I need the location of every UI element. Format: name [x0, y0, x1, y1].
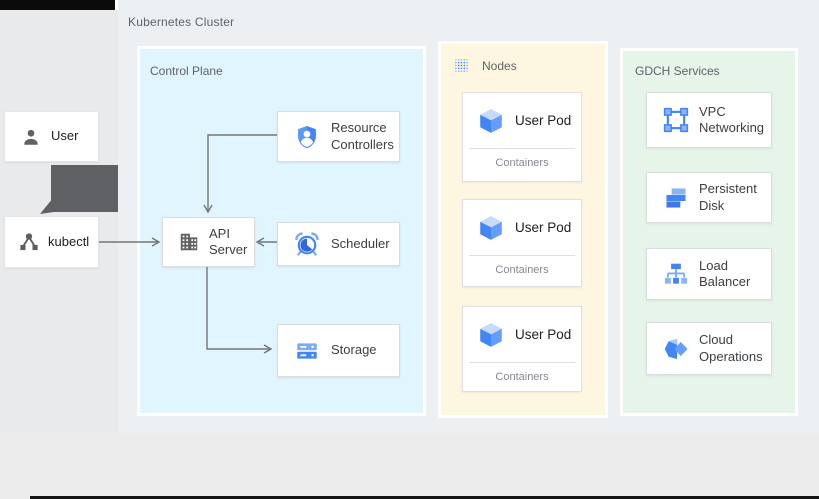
- containers-label: Containers: [495, 264, 549, 276]
- kubernetes-cluster-label: Kubernetes Cluster: [128, 15, 235, 29]
- divider: [469, 255, 575, 256]
- storage-box: Storage: [277, 324, 400, 377]
- dot-grid-icon: [453, 57, 470, 74]
- resource-controllers-label: Resource Controllers: [331, 120, 394, 152]
- divider: [469, 362, 575, 363]
- cloud-operations-icon: [663, 336, 689, 362]
- scheduler-box: Scheduler: [277, 222, 400, 266]
- user-label: User: [51, 128, 79, 144]
- cloud-operations-box: Cloud Operations: [646, 322, 772, 375]
- cube-icon: [478, 107, 504, 135]
- user-pod-card: User Pod Containers: [462, 306, 582, 392]
- kubectl-label: kubectl: [48, 233, 90, 249]
- user-pod-card: User Pod Containers: [462, 199, 582, 287]
- load-balancer-icon: [663, 261, 689, 287]
- load-balancer-box: Load Balancer: [646, 248, 772, 300]
- vpc-networking-box: VPC Networking: [646, 92, 772, 148]
- persistent-disk-box: Persistent Disk: [646, 172, 772, 223]
- kubectl-icon: [18, 231, 40, 253]
- resource-controllers-box: Resource Controllers: [277, 111, 400, 162]
- user-pod-title: User Pod: [515, 327, 572, 342]
- vpc-icon: [663, 107, 689, 133]
- persistent-disk-icon: [663, 185, 689, 211]
- building-icon: [178, 231, 200, 253]
- user-pod-title: User Pod: [515, 220, 572, 235]
- kubectl-box: kubectl: [4, 216, 99, 268]
- user-pod-card: User Pod Containers: [462, 92, 582, 182]
- control-plane-label: Control Plane: [150, 64, 223, 78]
- containers-label: Containers: [495, 157, 549, 169]
- person-icon: [21, 127, 41, 147]
- vpc-networking-label: VPC Networking: [699, 103, 765, 135]
- scheduler-label: Scheduler: [331, 235, 390, 251]
- storage-stack-icon: [294, 338, 320, 364]
- storage-label: Storage: [331, 342, 377, 358]
- bottom-gray-strip: [0, 433, 819, 499]
- gdch-services-label: GDCH Services: [635, 64, 720, 78]
- containers-label: Containers: [495, 371, 549, 383]
- load-balancer-label: Load Balancer: [699, 257, 751, 289]
- cube-icon: [478, 321, 504, 349]
- nodes-header: Nodes: [453, 57, 517, 74]
- api-server-label: API Server: [209, 225, 248, 257]
- shield-person-icon: [294, 124, 320, 150]
- cube-icon: [478, 214, 504, 242]
- bottom-black-bar: [30, 496, 819, 499]
- persistent-disk-label: Persistent Disk: [699, 181, 757, 213]
- cloud-operations-label: Cloud Operations: [699, 332, 763, 364]
- divider: [469, 148, 575, 149]
- nodes-label: Nodes: [482, 58, 517, 73]
- api-server-box: API Server: [162, 217, 255, 267]
- alarm-clock-icon: [294, 231, 320, 257]
- user-pod-title: User Pod: [515, 113, 572, 128]
- user-box: User: [4, 111, 99, 162]
- top-left-black-bar: [0, 0, 115, 10]
